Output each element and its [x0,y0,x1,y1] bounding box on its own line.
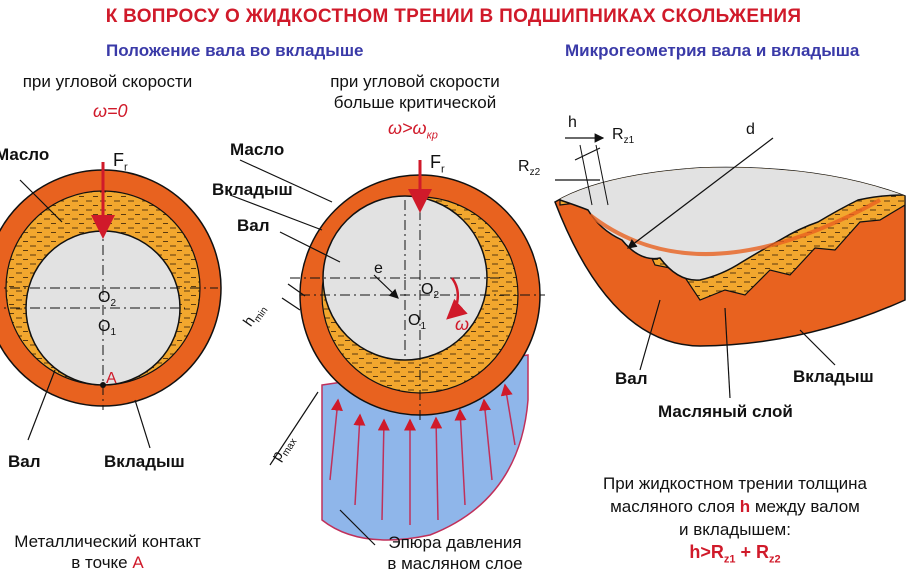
right-note-line1: При жидкостном трении толщина [602,474,868,493]
left-label-bearing: Вкладыш [104,452,185,471]
left-bearing-diagram [0,162,222,449]
middle-point-o2: O2 [421,281,440,302]
microgeometry-diagram [554,133,906,399]
middle-label-shaft: Вал [237,216,270,235]
subtitle-shaft-position: Положение вала во вкладыше [106,41,364,60]
middle-force-label: Fr [430,152,445,176]
page-title: К ВОПРОСУ О ЖИДКОСТНОМ ТРЕНИИ В ПОДШИПНИ… [105,6,802,27]
left-label-oil: Масло [0,145,50,164]
right-note-line3: и вкладышем: [679,520,791,539]
pressure-caption-line1: Эпюра давления [388,533,522,552]
left-contact-point-a [100,382,106,388]
left-force-label: Fr [113,150,128,174]
middle-condition: ω>ωкр [388,118,438,142]
label-rz1: Rz1 [612,126,635,147]
left-label-shaft: Вал [8,452,41,471]
label-rz2: Rz2 [518,158,541,179]
middle-omega-label: ω [455,314,470,334]
pressure-caption-line2: в масляном слое [387,554,523,573]
left-point-o2: O2 [98,289,117,310]
shaft-surface [559,167,905,281]
subtitle-microgeometry: Микрогеометрия вала и вкладыша [565,41,860,60]
middle-bearing-diagram [229,159,545,546]
right-label-oil-layer: Масляный слой [658,402,793,421]
label-h: h [568,114,577,131]
left-note-line2: в точке A [71,553,144,572]
middle-eccentricity-label: e [374,260,383,277]
right-label-bearing: Вкладыш [793,367,874,386]
left-caption: при угловой скорости [22,72,193,91]
formula: h>Rz1 + Rz2 [689,542,781,566]
left-condition: ω=0 [93,101,128,121]
diameter-line [627,137,774,249]
rotation-arrow [446,277,468,320]
right-label-shaft: Вал [615,369,648,388]
left-point-a: A [106,370,117,387]
middle-point-o1: O1 [408,312,427,333]
middle-label-bearing: Вкладыш [212,180,293,199]
left-point-o1: O1 [98,318,117,339]
label-d: d [746,121,755,138]
middle-caption-line2: больше критической [333,93,497,112]
middle-caption-line1: при угловой скорости [330,72,500,91]
left-note-line1: Металлический контакт [14,532,201,551]
oil-film-line [588,198,881,257]
middle-label-oil: Масло [230,140,285,159]
right-note-line2: масляного слоя h между валом [610,497,860,516]
